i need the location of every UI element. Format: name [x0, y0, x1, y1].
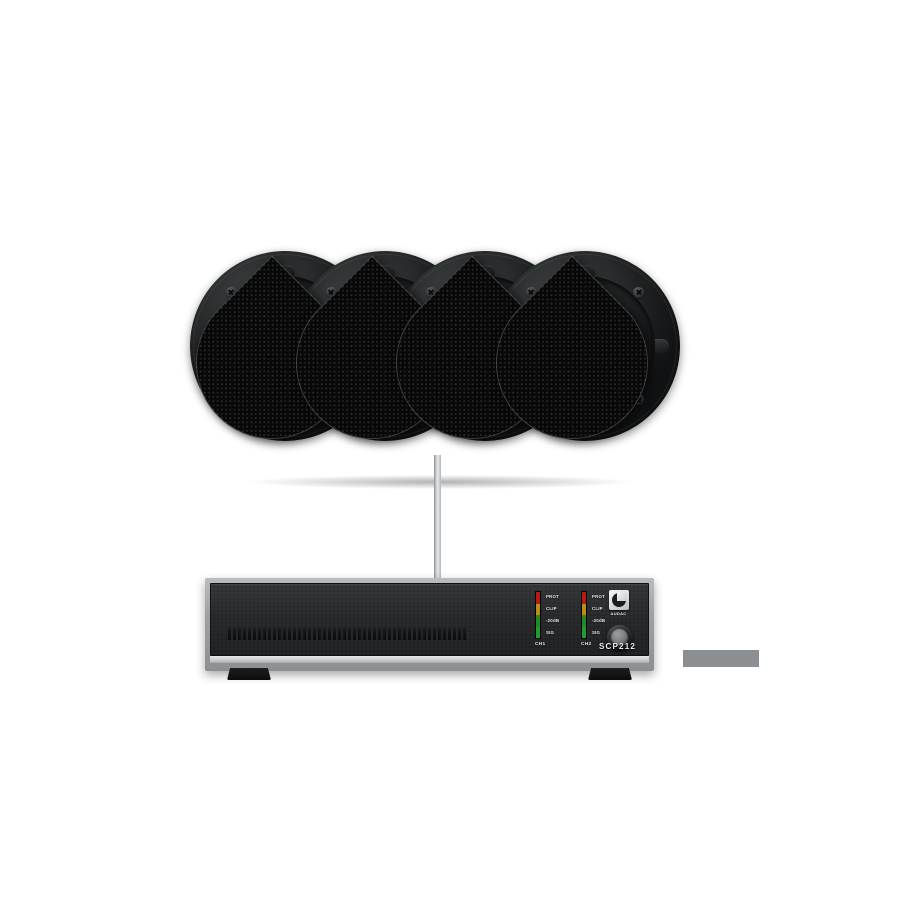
led-sig: [536, 626, 540, 638]
led-sig: [582, 626, 586, 638]
vent-slot: [353, 628, 356, 640]
vent-slot: [373, 628, 376, 640]
led-label-prot: PROT: [546, 593, 559, 599]
speaker-mount-screw: [633, 286, 645, 298]
led-clip: [536, 603, 540, 615]
led-meter-ch2: PROT CLIP -20dB SIG CH2: [581, 591, 635, 653]
audac-logo: AUDAC: [606, 590, 631, 620]
vent-slot: [273, 628, 276, 640]
vent-slot: [393, 628, 396, 640]
led-label-clip: CLIP: [546, 605, 557, 611]
led-label-clip: CLIP: [592, 605, 603, 611]
vent-slot: [228, 628, 231, 640]
vent-slot: [233, 628, 236, 640]
led-column-ch2: [581, 591, 587, 639]
amplifier-chassis: PROT CLIP -20dB SIG CH1 PROT CLIP -20dB SIG CH2 A…: [205, 578, 654, 680]
vent-slot: [318, 628, 321, 640]
vent-slot: [338, 628, 341, 640]
vent-slot: [313, 628, 316, 640]
amplifier-faceplate: PROT CLIP -20dB SIG CH1 PROT CLIP -20dB SIG CH2 A…: [210, 583, 649, 656]
led-prot: [536, 592, 540, 604]
vent-slot: [278, 628, 281, 640]
vent-slot: [388, 628, 391, 640]
led--20db: [582, 615, 586, 627]
channel-label-ch2: CH2: [581, 642, 592, 647]
led-label-prot: PROT: [592, 593, 605, 599]
vent-slot: [333, 628, 336, 640]
led-prot: [582, 592, 586, 604]
led-column-ch1: [535, 591, 541, 639]
ventilation-slots: [216, 628, 655, 640]
vent-slot: [238, 628, 241, 640]
led--20db: [536, 615, 540, 627]
vent-slot: [458, 628, 461, 640]
vent-slot: [343, 628, 346, 640]
speaker-mount-screw: [325, 286, 337, 298]
led-label--20db: -20dB: [546, 617, 560, 623]
speaker-connection-cable: [434, 455, 441, 583]
audac-logo-text: AUDAC: [610, 611, 627, 616]
vent-slot: [383, 628, 386, 640]
speaker-mount-screw: [525, 286, 537, 298]
vent-slot: [403, 628, 406, 640]
led-label-sig: SIG: [592, 629, 601, 635]
led-labels-ch2: PROT CLIP -20dB SIG: [592, 591, 634, 639]
vent-slot: [298, 628, 301, 640]
vent-slot: [443, 628, 446, 640]
vent-slot: [328, 628, 331, 640]
vent-slot: [418, 628, 421, 640]
vent-slot: [368, 628, 371, 640]
vent-slot: [398, 628, 401, 640]
vent-slot: [243, 628, 246, 640]
vent-slot: [288, 628, 291, 640]
vent-slot: [258, 628, 261, 640]
amplifier-foot-right: [588, 668, 632, 680]
audac-logo-icon: [608, 590, 629, 610]
vent-slot: [413, 628, 416, 640]
led-label--20db: -20dB: [592, 617, 606, 623]
vent-slot: [358, 628, 361, 640]
vent-slot: [263, 628, 266, 640]
vent-slot: [268, 628, 271, 640]
volume-knob[interactable]: [607, 625, 632, 650]
vent-slot: [378, 628, 381, 640]
vent-slot: [303, 628, 306, 640]
vent-slot: [433, 628, 436, 640]
vent-slot: [453, 628, 456, 640]
amplifier-model-label: SCP212: [599, 642, 636, 651]
led-meter-ch1: PROT CLIP -20dB SIG CH1: [535, 591, 589, 653]
channel-label-ch1: CH1: [535, 642, 546, 647]
vent-slot: [293, 628, 296, 640]
vent-slot: [428, 628, 431, 640]
led-label-sig: SIG: [546, 629, 555, 635]
vent-slot: [348, 628, 351, 640]
vent-slot: [408, 628, 411, 640]
amplifier-unit[interactable]: PROT CLIP -20dB SIG CH1 PROT CLIP -20dB SIG CH2 A…: [205, 578, 654, 680]
vent-slot: [248, 628, 251, 640]
vent-slot: [463, 628, 466, 640]
vent-slot: [308, 628, 311, 640]
vent-slot: [283, 628, 286, 640]
led-labels-ch1: PROT CLIP -20dB SIG: [546, 591, 588, 639]
vent-slot: [323, 628, 326, 640]
vent-slot: [438, 628, 441, 640]
led-clip: [582, 603, 586, 615]
speaker-mount-screw: [425, 286, 437, 298]
amplifier-bottom-strip: [210, 656, 649, 663]
vent-slot: [448, 628, 451, 640]
vent-slot: [363, 628, 366, 640]
amplifier-foot-left: [227, 668, 271, 680]
speaker-cluster: [164, 225, 690, 489]
vent-slot: [253, 628, 256, 640]
speaker-mount-screw: [225, 286, 237, 298]
background-artifact-block: [683, 650, 759, 667]
vent-slot: [423, 628, 426, 640]
